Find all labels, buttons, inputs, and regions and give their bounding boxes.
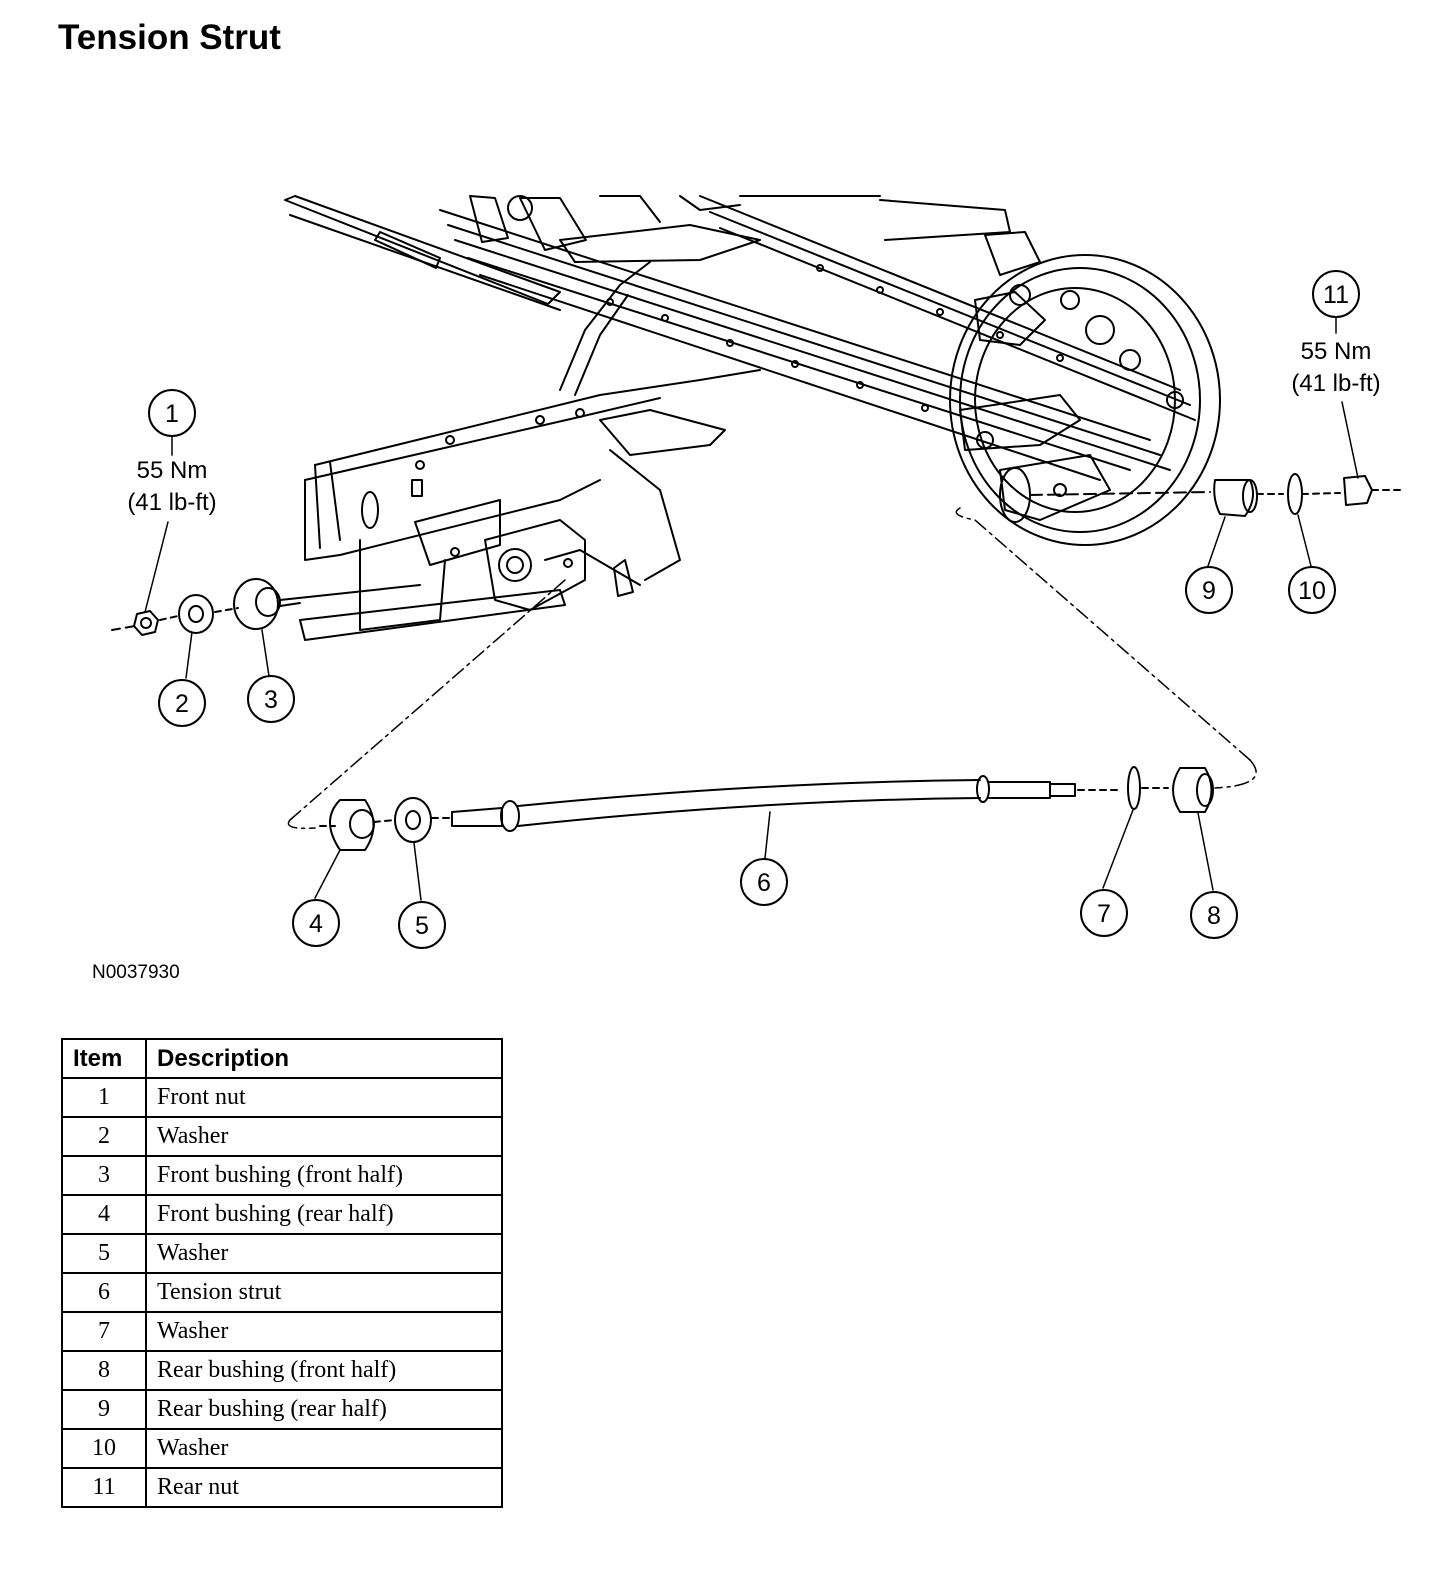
callout-11: 11 xyxy=(1323,281,1349,309)
assembly-lines xyxy=(287,507,1257,830)
tension-strut-diagram: 1 2 3 4 5 6 7 8 9 10 11 55 Nm (41 lb-ft)… xyxy=(92,195,1401,983)
callout-2: 2 xyxy=(175,690,189,718)
item-number: 7 xyxy=(61,1311,147,1352)
item-number: 6 xyxy=(61,1272,147,1313)
item-number: 2 xyxy=(61,1116,147,1157)
front-fastener-stack xyxy=(111,578,421,636)
item-number: 11 xyxy=(61,1467,147,1508)
column-header-description: Description xyxy=(145,1038,503,1079)
item-description: Washer xyxy=(145,1116,503,1157)
front-torque-lbft: (41 lb-ft) xyxy=(127,489,216,516)
leaf-spring xyxy=(439,195,1196,481)
item-description: Rear bushing (front half) xyxy=(145,1350,503,1391)
item-number: 4 xyxy=(61,1194,147,1235)
item-description: Washer xyxy=(145,1311,503,1352)
item-number: 5 xyxy=(61,1233,147,1274)
item-description: Front nut xyxy=(145,1077,503,1118)
item-description: Washer xyxy=(145,1233,503,1274)
table-header-row: Item Description xyxy=(61,1038,503,1079)
callout-3: 3 xyxy=(264,686,278,714)
item-description: Rear bushing (rear half) xyxy=(145,1389,503,1430)
page-title: Tension Strut xyxy=(58,18,281,57)
leader-lines xyxy=(144,316,1359,901)
callout-4: 4 xyxy=(309,910,323,938)
item-description: Rear nut xyxy=(145,1467,503,1508)
item-description: Washer xyxy=(145,1428,503,1469)
item-number: 9 xyxy=(61,1389,147,1430)
item-number: 10 xyxy=(61,1428,147,1469)
item-number: 3 xyxy=(61,1155,147,1196)
axle-hub xyxy=(949,231,1221,546)
rear-torque-nm: 55 Nm xyxy=(1301,338,1372,365)
callout-5: 5 xyxy=(415,912,429,940)
vehicle-frame xyxy=(284,195,1011,641)
callout-8: 8 xyxy=(1207,902,1221,930)
callout-balloons xyxy=(148,270,1360,949)
item-description: Front bushing (front half) xyxy=(145,1155,503,1196)
callout-10: 10 xyxy=(1298,577,1326,605)
item-description: Tension strut xyxy=(145,1272,503,1313)
rear-fastener-stack xyxy=(1029,473,1401,517)
callout-9: 9 xyxy=(1202,577,1216,605)
figure-id: N0037930 xyxy=(92,962,180,983)
callout-6: 6 xyxy=(757,869,771,897)
column-header-item: Item xyxy=(61,1038,147,1079)
callout-1: 1 xyxy=(165,400,179,428)
callout-7: 7 xyxy=(1097,900,1111,928)
tension-strut-assembly xyxy=(319,766,1214,851)
front-torque-nm: 55 Nm xyxy=(137,457,208,484)
rear-torque-lbft: (41 lb-ft) xyxy=(1291,370,1380,397)
item-number: 1 xyxy=(61,1077,147,1118)
item-number: 8 xyxy=(61,1350,147,1391)
item-description: Front bushing (rear half) xyxy=(145,1194,503,1235)
